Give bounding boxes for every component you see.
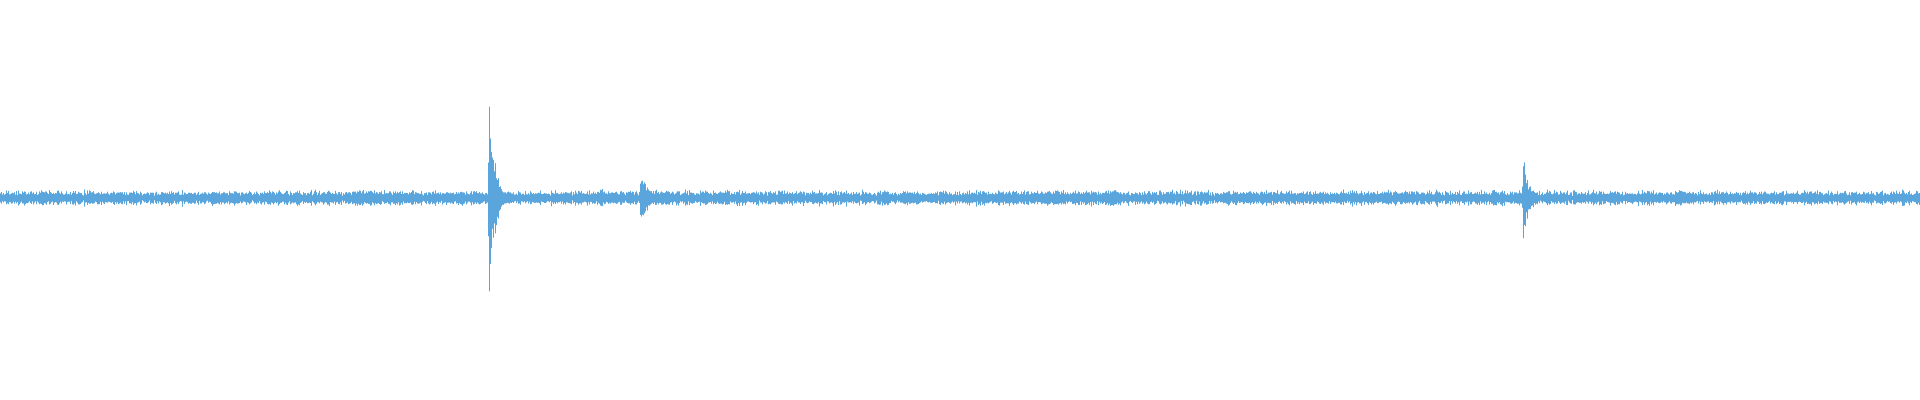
waveform-trace (0, 106, 1920, 292)
